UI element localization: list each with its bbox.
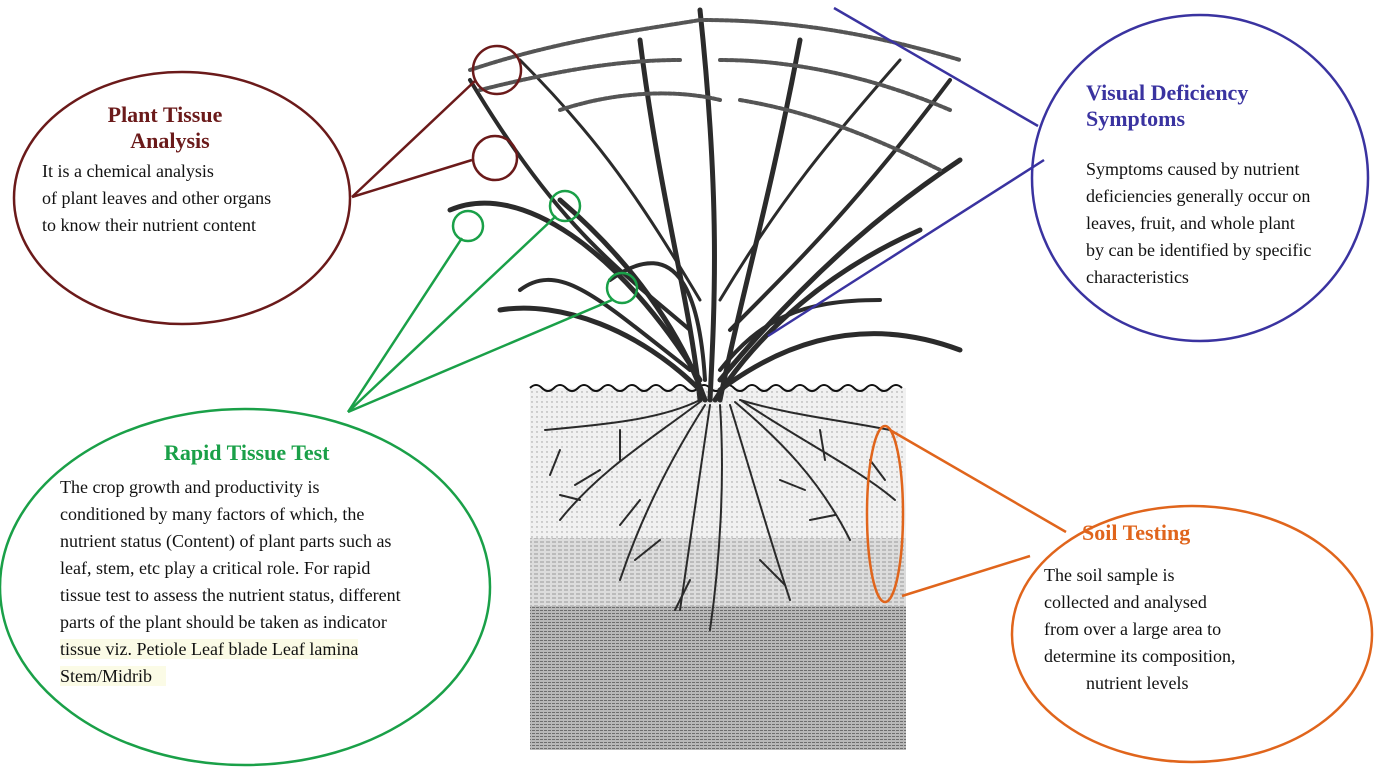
soil-testing-connector xyxy=(865,424,1067,604)
plant-roots xyxy=(544,399,896,631)
rapid-tissue-line-highlight: tissue viz. Petiole Leaf blade Leaf lami… xyxy=(60,639,359,659)
soil-testing-line: collected and analysed xyxy=(1044,592,1207,612)
rapid-tissue-line: nutrient status (Content) of plant parts… xyxy=(60,531,392,551)
visual-deficiency-line: Symptoms caused by nutrient xyxy=(1086,159,1300,179)
soil-testing-line: from over a large area to xyxy=(1044,619,1222,639)
plant-tissue-connector xyxy=(351,44,523,199)
visual-deficiency-line: deficiencies generally occur on xyxy=(1086,186,1311,206)
plant-tissue-body: It is a chemical analysis of plant leave… xyxy=(42,158,271,239)
rapid-tissue-line: parts of the plant should be taken as in… xyxy=(60,612,387,632)
rapid-tissue-line: The crop growth and productivity is xyxy=(60,477,320,497)
visual-deficiency-line: by can be identified by specific xyxy=(1086,240,1312,260)
visual-deficiency-line: leaves, fruit, and whole plant xyxy=(1086,213,1295,233)
rapid-tissue-connector xyxy=(346,189,639,414)
soil-testing-line: nutrient levels xyxy=(1086,673,1189,693)
rapid-tissue-test-ellipse xyxy=(0,407,492,767)
rapid-tissue-line-highlight: Stem/Midrib xyxy=(60,666,167,686)
soil-testing-line: The soil sample is xyxy=(1044,565,1175,585)
rapid-tissue-body: The crop growth and productivity is cond… xyxy=(60,474,401,690)
soil-testing-ellipse xyxy=(1010,504,1374,764)
soil-testing-title: Soil Testing xyxy=(1082,520,1191,545)
soil-testing-line: determine its composition, xyxy=(1044,646,1236,666)
soil-testing-body: The soil sample is collected and analyse… xyxy=(1040,562,1280,697)
soil-surface-line xyxy=(529,384,903,392)
plant-tissue-title: Plant Tissue Analysis xyxy=(80,102,250,154)
visual-deficiency-line: characteristics xyxy=(1086,267,1189,287)
visual-deficiency-title: Visual Deficiency Symptoms xyxy=(1086,80,1282,132)
plant-tissue-line: It is a chemical analysis xyxy=(42,161,214,181)
visual-deficiency-title-line1: Visual Deficiency xyxy=(1086,80,1249,105)
rapid-tissue-line: conditioned by many factors of which, th… xyxy=(60,504,365,524)
plant-tissue-title-line1: Plant Tissue xyxy=(107,102,223,127)
visual-deficiency-title-line2: Symptoms xyxy=(1086,106,1186,131)
plant-tissue-analysis-ellipse xyxy=(12,70,352,326)
plant-tissue-line: of plant leaves and other organs xyxy=(42,188,272,208)
plant-tissue-title-line2: Analysis xyxy=(130,128,210,153)
plant-shoot xyxy=(447,7,963,403)
rapid-tissue-title: Rapid Tissue Test xyxy=(164,440,330,465)
visual-deficiency-connector xyxy=(767,6,1045,338)
visual-deficiency-ellipse xyxy=(1030,13,1370,343)
grain-heads xyxy=(468,18,962,172)
visual-deficiency-body: Symptoms caused by nutrient deficiencies… xyxy=(1086,156,1311,291)
plant-tissue-line: to know their nutrient content xyxy=(42,215,256,235)
rapid-tissue-line: leaf, stem, etc play a critical role. Fo… xyxy=(60,558,371,578)
rapid-tissue-line: tissue test to assess the nutrient statu… xyxy=(60,585,401,605)
